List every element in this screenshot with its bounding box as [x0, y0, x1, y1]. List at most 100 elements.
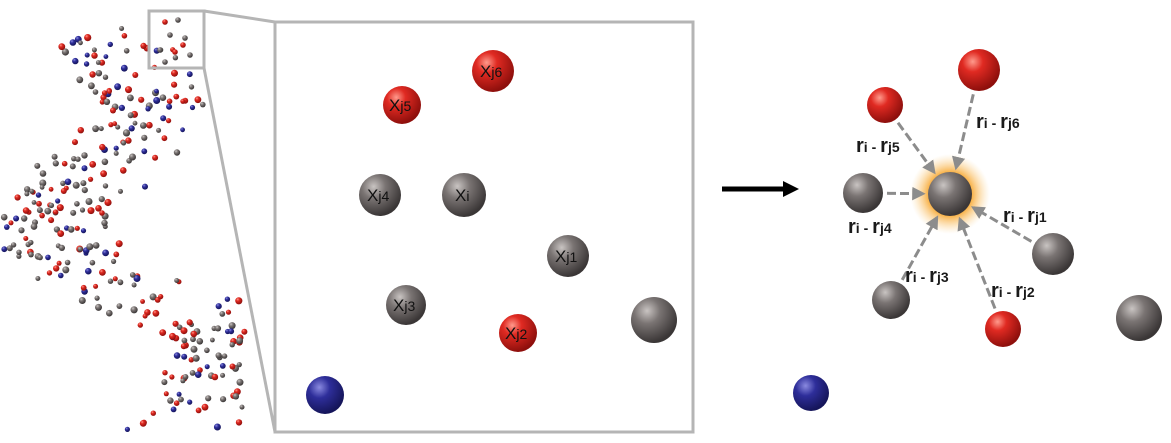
carbon-atom-mini — [121, 140, 127, 146]
carbon-atom-mini — [210, 337, 215, 343]
carbon-atom-mini — [204, 347, 210, 354]
molecule-cloud — [0, 17, 248, 432]
nitrogen-atom-mini — [224, 296, 231, 302]
oxygen-atom-mini — [99, 99, 105, 105]
carbon-atom-mini — [117, 279, 124, 286]
carbon-atom-mini — [95, 70, 103, 77]
carbon-atom-mini — [162, 59, 168, 65]
vector-arrow-j3 — [900, 215, 939, 281]
carbon-atom-mini — [92, 242, 100, 249]
oxygen-atom-mini — [95, 205, 102, 212]
carbon-atom-mini — [220, 372, 226, 378]
nitrogen-atom-mini — [83, 61, 90, 67]
carbon-atom-mini — [196, 338, 204, 345]
carbon-atom-mini — [122, 129, 131, 137]
neighbor-atom-j1 — [1032, 233, 1074, 275]
nitrogen-atom-mini — [128, 125, 135, 132]
carbon-atom-mini — [215, 352, 222, 359]
nitrogen-atom-mini — [113, 145, 119, 151]
carbon-atom-mini — [102, 74, 109, 80]
nitrogen-atom-mini — [160, 115, 167, 122]
carbon-atom-mini — [176, 324, 183, 331]
nitrogen-atom-mini — [118, 104, 125, 111]
carbon-atom-mini — [228, 322, 236, 330]
carbon-atom-mini — [71, 156, 77, 162]
oxygen-atom-mini — [99, 143, 106, 151]
carbon-atom-mini — [236, 337, 244, 345]
oxygen-atom-mini — [48, 186, 54, 192]
nitrogen-atom-mini — [114, 83, 121, 91]
oxygen-atom-mini — [186, 319, 193, 326]
carbon-atom-mini — [102, 183, 109, 189]
nitrogen-atom-mini — [124, 426, 130, 432]
oxygen-atom-mini — [229, 363, 236, 370]
atom-label: Xj1 — [555, 247, 577, 266]
oxygen-atom-mini — [52, 209, 59, 215]
carbon-atom-mini — [39, 179, 47, 187]
nitrogen-atom-mini — [213, 423, 221, 431]
oxygen-atom-mini — [162, 370, 168, 376]
nitrogen-atom-mini — [228, 328, 235, 335]
carbon-atom-mini — [44, 207, 52, 215]
carbon-atom-mini — [21, 215, 28, 222]
oxygen-atom-mini — [201, 403, 209, 411]
oxygen-atom-mini — [100, 170, 107, 178]
nitrogen-atom-mini — [215, 303, 222, 310]
oxygen-atom-mini — [87, 207, 95, 215]
oxygen-atom-mini — [188, 357, 194, 363]
nitrogen-atom-mini — [204, 364, 210, 370]
oxygen-atom-mini — [169, 332, 176, 340]
oxygen-atom-mini — [125, 137, 132, 144]
zoom-frame — [273, 20, 695, 434]
carbon-atom-mini — [28, 239, 34, 246]
vector-label-rj3: ri - rj3 — [905, 265, 949, 287]
nitrogen-atom-mini — [107, 41, 114, 48]
oxygen-atom-mini — [39, 212, 45, 219]
oxygen-atom-mini — [113, 251, 120, 258]
carbon-atom-mini — [28, 251, 34, 258]
carbon-atom-mini — [181, 337, 188, 344]
carbon-atom-mini — [39, 184, 45, 190]
carbon-atom-mini — [174, 278, 180, 283]
carbon-atom-mini — [127, 112, 134, 119]
carbon-atom-mini — [98, 126, 104, 132]
oxygen-atom-mini — [14, 194, 21, 201]
carbon-atom-mini — [130, 306, 138, 314]
carbon-atom-mini — [126, 94, 134, 102]
zoom-line-bottom — [202, 67, 277, 433]
oxygen-atom-mini — [8, 220, 14, 226]
carbon-atom-mini — [58, 244, 65, 251]
carbon-atom-mini — [94, 295, 100, 301]
carbon-atom-mini — [123, 48, 130, 54]
nitrogen-atom-mini — [145, 106, 151, 112]
oxygen-atom-mini — [180, 42, 186, 48]
oxygen-atom-mini — [91, 52, 98, 59]
oxygen-atom-mini — [162, 19, 168, 25]
nitrogen-atom-mini — [85, 267, 92, 275]
carbon-atom-mini — [86, 243, 94, 251]
carbon-atom-mini — [214, 325, 222, 332]
carbon-atom-mini — [132, 120, 138, 126]
carbon-atom-mini — [39, 170, 47, 177]
oxygen-atom-mini — [139, 420, 147, 427]
vector-arrow-j1 — [970, 206, 1033, 243]
oxygen-atom-mini — [99, 210, 105, 216]
oxygen-atom-mini — [195, 407, 202, 414]
oxygen-atom-mini — [88, 176, 94, 182]
atom-xi: Xi — [442, 173, 486, 217]
carbon-atom-mini — [182, 374, 189, 380]
extra-carbon-atom — [1116, 295, 1162, 341]
carbon-atom-mini — [118, 188, 123, 194]
atom-xj1: Xj1 — [547, 235, 589, 277]
oxygen-atom-mini — [112, 121, 118, 127]
oxygen-atom-mini — [211, 373, 219, 381]
nitrogen-atom-mini — [133, 275, 141, 282]
carbon-atom-mini — [161, 379, 168, 386]
vector-label-rj2: ri - rj2 — [991, 280, 1035, 302]
carbon-atom-mini — [78, 40, 83, 46]
oxygen-atom-mini — [159, 329, 167, 336]
oxygen-atom-mini — [140, 42, 147, 50]
oxygen-atom-mini — [166, 98, 173, 105]
nitrogen-atom — [306, 376, 344, 414]
